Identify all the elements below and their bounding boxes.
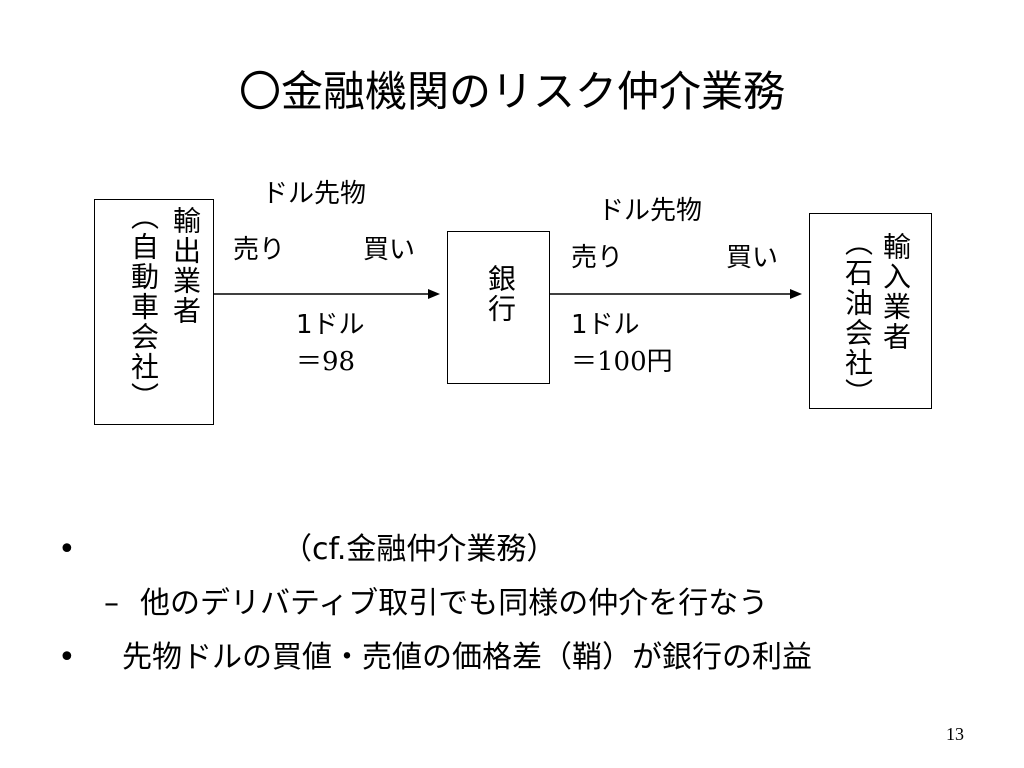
- bullet-marker-1: •: [58, 532, 76, 567]
- left-rate-equals: ＝: [296, 347, 323, 377]
- right-product-label: ドル先物: [598, 196, 703, 226]
- bank-box: 銀行: [447, 231, 550, 384]
- right-rate-unit: 円: [646, 347, 673, 377]
- right-sell-label: 売り: [571, 243, 624, 273]
- importer-box: 輸入業者 （石油会社）: [809, 213, 932, 409]
- right-rate-value: ＝100円: [571, 346, 673, 378]
- arrow-exporter-to-bank: [214, 289, 440, 299]
- sub-bullet-marker: –: [104, 586, 119, 621]
- importer-example-label: （石油会社）: [841, 228, 874, 408]
- exporter-example-label: （自動車会社）: [127, 202, 160, 412]
- page-title: 〇金融機関のリスク仲介業務: [238, 67, 785, 116]
- left-buy-label: 買い: [363, 235, 416, 265]
- left-rate-number: 98: [322, 347, 356, 377]
- importer-label: 輸入業者: [879, 232, 912, 352]
- exporter-box: 輸出業者 （自動車会社）: [94, 199, 214, 425]
- bullet-text-1: （cf.金融仲介業務）: [282, 532, 557, 567]
- bank-label: 銀行: [484, 264, 517, 324]
- right-rate-equals: ＝: [571, 347, 598, 377]
- page-number: 13: [946, 724, 964, 744]
- left-product-label: ドル先物: [262, 179, 367, 209]
- left-sell-label: 売り: [233, 235, 286, 265]
- left-rate-label: 1ドル: [296, 310, 365, 340]
- right-buy-label: 買い: [726, 243, 779, 273]
- right-rate-label: 1ドル: [571, 310, 640, 340]
- bullet-marker-2: •: [58, 640, 76, 675]
- exporter-label: 輸出業者: [169, 206, 202, 326]
- right-rate-number: 100: [597, 347, 647, 377]
- left-rate-value: ＝98: [296, 346, 355, 378]
- bullet-text-2: 先物ドルの買値・売値の価格差（鞘）が銀行の利益: [122, 640, 812, 675]
- arrow-bank-to-importer: [550, 289, 802, 299]
- sub-bullet-text: 他のデリバティブ取引でも同様の仲介を行なう: [140, 586, 769, 621]
